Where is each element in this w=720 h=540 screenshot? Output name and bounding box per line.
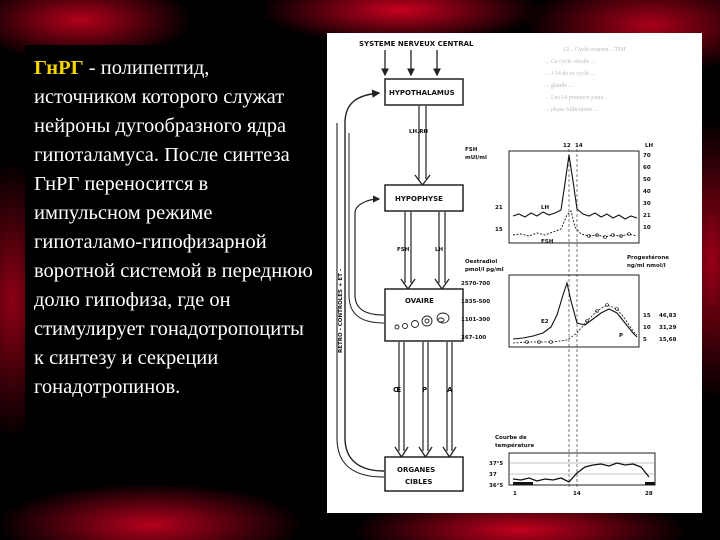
y-tick: 46,83 bbox=[659, 313, 677, 319]
y-tick: 10 bbox=[643, 225, 651, 231]
ghost-line: 12... Cycle ovarien... TSH bbox=[563, 47, 626, 53]
x-tick: 14 bbox=[573, 491, 581, 497]
oestradiol-title: Oestradiol bbox=[465, 259, 497, 265]
hypophyse-label: HYPOPHYSE bbox=[395, 195, 443, 203]
progesterone-units: ng/ml nmol/l bbox=[627, 263, 666, 269]
temperature-curve bbox=[513, 463, 649, 482]
fsh-series-label: FSH bbox=[541, 239, 554, 245]
temp-tick: 37 bbox=[489, 472, 497, 478]
ghost-line: ... J 14 de ce cycle ... bbox=[545, 71, 595, 77]
feedback-label: RETRO - CONTROLES + ET - bbox=[338, 269, 344, 353]
temperature-title: Courbe de bbox=[495, 435, 527, 441]
gonadotropin-chart: FSH mUI/ml 12 14 LH 21 15 70 60 50 40 30… bbox=[465, 143, 654, 245]
cns-label: SYSTEME NERVEUX CENTRAL bbox=[359, 40, 474, 48]
temperature-title: température bbox=[495, 442, 534, 449]
y-tick: 21 bbox=[643, 213, 651, 219]
e2-series-label: E2 bbox=[541, 319, 549, 325]
y-tick: 40 bbox=[643, 189, 651, 195]
day-14-label: 14 bbox=[575, 143, 583, 149]
y-tick: 50 bbox=[643, 177, 651, 183]
organes-label-1: ORGANES bbox=[397, 466, 435, 474]
temp-tick: 37°5 bbox=[489, 461, 503, 467]
y-tick: 1101-300 bbox=[461, 317, 490, 323]
y-tick: 15 bbox=[495, 227, 503, 233]
y-tick: 15 bbox=[643, 313, 651, 319]
fsh-unit-label: mUI/ml bbox=[465, 155, 487, 161]
y-tick: 15,68 bbox=[659, 337, 677, 343]
y-tick: 30 bbox=[643, 201, 651, 207]
ghost-line: ... phase folliculaire ... bbox=[545, 106, 599, 113]
slide-text: - полипептид, источником которого служат… bbox=[34, 57, 313, 398]
y-tick: 21 bbox=[495, 205, 503, 211]
y-tick: 60 bbox=[643, 165, 651, 171]
y-tick: 5 bbox=[643, 337, 647, 343]
oestradiol-units: pmol/l pg/ml bbox=[465, 267, 504, 273]
term-gnrg: ГнРГ bbox=[34, 57, 84, 79]
y-tick: 10 bbox=[643, 325, 651, 331]
y-tick: 31,29 bbox=[659, 325, 677, 331]
fsh-unit-label: FSH bbox=[465, 147, 478, 153]
lh-series-label: LH bbox=[541, 205, 550, 211]
p-label: P bbox=[422, 386, 427, 394]
ghost-line: ... Les 14 premiers jours... bbox=[545, 95, 608, 101]
temp-tick: 36°5 bbox=[489, 483, 503, 489]
ghost-line: ... Ce cycle résulte ... bbox=[545, 59, 596, 65]
ghost-line: ... glande ... bbox=[545, 83, 573, 89]
physiology-figure: 12... Cycle ovarien... TSH ... Ce cycle … bbox=[327, 33, 702, 513]
lh-label: LH bbox=[435, 247, 444, 253]
slide-body: ГнРГ - полипептид, источником которого с… bbox=[34, 54, 314, 402]
day-12-label: 12 bbox=[563, 143, 571, 149]
ghost-text: 12... Cycle ovarien... TSH ... Ce cycle … bbox=[545, 47, 626, 113]
fsh-label: FSH bbox=[397, 247, 410, 253]
e2-curve bbox=[513, 283, 637, 339]
oe-label: Œ bbox=[393, 386, 401, 394]
figure-svg: 12... Cycle ovarien... TSH ... Ce cycle … bbox=[327, 33, 702, 513]
a-label: A bbox=[447, 386, 453, 394]
y-tick: 1835-500 bbox=[461, 299, 490, 305]
organes-label-2: CIBLES bbox=[405, 478, 432, 486]
x-tick: 1 bbox=[513, 491, 517, 497]
temperature-chart: Courbe de température 37°5 37 36°5 1 14 … bbox=[489, 435, 655, 497]
y-tick: 2570-700 bbox=[461, 281, 490, 287]
progesterone-title: Progestérone bbox=[627, 254, 669, 261]
p-series-label: P bbox=[619, 333, 623, 339]
y-tick: 367-100 bbox=[461, 335, 486, 341]
lh-curve bbox=[513, 155, 637, 219]
hypothalamus-label: HYPOTHALAMUS bbox=[389, 89, 455, 97]
ovaire-label: OVAIRE bbox=[405, 297, 434, 305]
y-tick: 70 bbox=[643, 153, 651, 159]
x-tick: 28 bbox=[645, 491, 653, 497]
lhrh-label: LH.RH bbox=[409, 129, 428, 135]
lh-unit-label: LH bbox=[645, 143, 654, 149]
